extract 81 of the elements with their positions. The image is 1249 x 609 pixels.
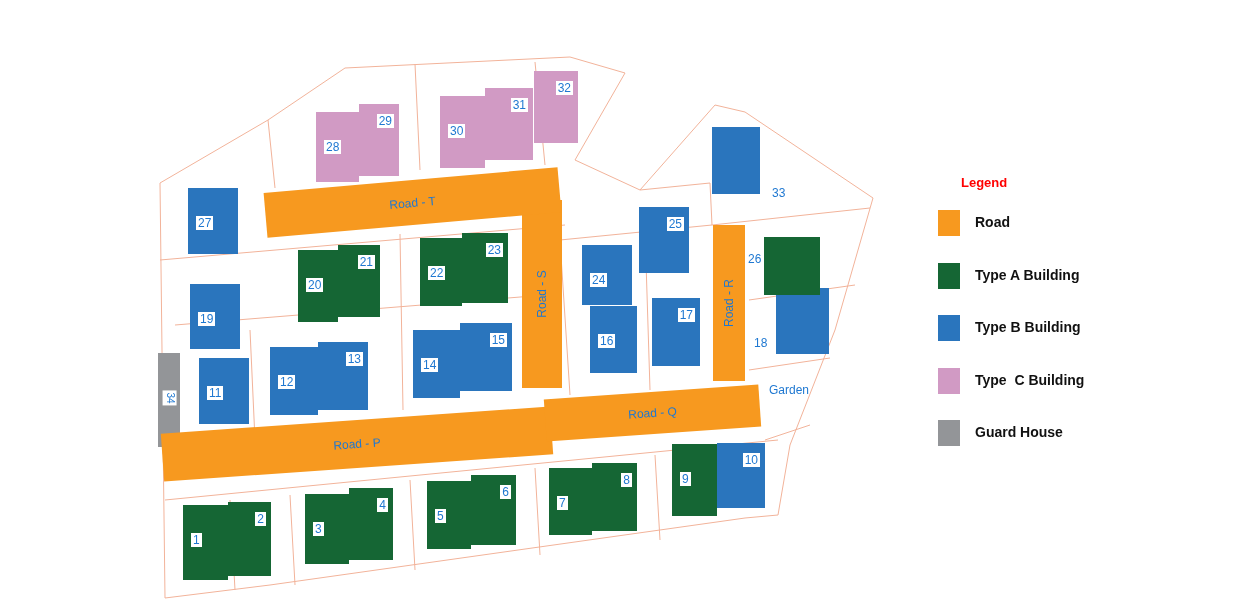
building-number: 1 bbox=[191, 533, 202, 547]
road-name: Road - Q bbox=[627, 404, 678, 422]
building-number: 34 bbox=[162, 390, 177, 406]
building-footprint bbox=[338, 245, 380, 317]
building-number: 9 bbox=[680, 472, 691, 486]
building-footprint bbox=[270, 347, 318, 415]
building-footprint bbox=[188, 188, 238, 254]
building-number: 31 bbox=[510, 98, 528, 112]
building-number: 19 bbox=[198, 312, 216, 326]
building-number: 6 bbox=[500, 485, 511, 499]
building-number: 24 bbox=[590, 273, 608, 287]
area-label: Garden bbox=[769, 383, 810, 397]
building-footprint bbox=[440, 96, 485, 168]
plot-number: 33 bbox=[772, 186, 786, 200]
building-number: 7 bbox=[557, 496, 568, 510]
building-footprint bbox=[420, 238, 462, 306]
legend-label: Type C Building bbox=[975, 371, 1085, 388]
building-footprint bbox=[427, 481, 471, 549]
building-number: 13 bbox=[345, 352, 363, 366]
building-footprint bbox=[305, 494, 349, 564]
legend-title: Legend bbox=[961, 175, 1008, 190]
legend-label: Type B Building bbox=[975, 319, 1081, 335]
building-footprint bbox=[639, 207, 689, 273]
building-number: 29 bbox=[376, 114, 394, 128]
building-footprint bbox=[764, 237, 820, 295]
building-footprint bbox=[228, 502, 271, 576]
building-footprint bbox=[462, 233, 508, 303]
building-number: 11 bbox=[207, 386, 224, 400]
building-number: 22 bbox=[428, 266, 446, 280]
building-footprint bbox=[183, 505, 228, 580]
building-footprint bbox=[190, 284, 240, 349]
building-footprint bbox=[413, 330, 460, 398]
building-footprint bbox=[298, 250, 338, 322]
building-footprint bbox=[717, 443, 765, 508]
road bbox=[522, 200, 562, 388]
building-number: 17 bbox=[677, 308, 695, 322]
legend-label: Type A Building bbox=[975, 266, 1080, 283]
building-number: 10 bbox=[742, 453, 760, 467]
building-footprint bbox=[359, 104, 399, 176]
building-number: 30 bbox=[448, 124, 466, 138]
building-footprint bbox=[534, 71, 578, 143]
building-number: 2 bbox=[255, 512, 266, 526]
building-footprint bbox=[318, 342, 368, 410]
building-number: 16 bbox=[598, 334, 616, 348]
building-footprint bbox=[199, 358, 249, 424]
building-number: 14 bbox=[421, 358, 439, 372]
road-name: Road - S bbox=[535, 270, 549, 318]
road-name: Road - P bbox=[332, 435, 382, 453]
building-footprint bbox=[582, 245, 632, 305]
building-footprint bbox=[592, 463, 637, 531]
building-footprint bbox=[652, 298, 700, 366]
building-footprint bbox=[590, 306, 637, 373]
building-number: 32 bbox=[555, 81, 573, 95]
road bbox=[713, 225, 745, 381]
building-number: 3 bbox=[313, 522, 324, 536]
building-number: 27 bbox=[196, 216, 214, 230]
building-number: 15 bbox=[489, 333, 507, 347]
building-footprint bbox=[349, 488, 393, 560]
road-name: Road - T bbox=[388, 193, 437, 212]
building-footprint bbox=[460, 323, 512, 391]
legend-label: Guard House bbox=[975, 424, 1063, 440]
legend-label: Road bbox=[975, 214, 1010, 230]
plot-number: 26 bbox=[748, 252, 762, 266]
building-number: 12 bbox=[278, 375, 296, 389]
building-footprint bbox=[672, 444, 717, 516]
building-number: 28 bbox=[324, 140, 342, 154]
building-footprint bbox=[485, 88, 533, 160]
building-number: 4 bbox=[377, 498, 388, 512]
building-number: 5 bbox=[435, 509, 446, 523]
building-footprint bbox=[712, 127, 760, 194]
plot-number: 18 bbox=[754, 336, 768, 350]
building-footprint bbox=[549, 468, 592, 535]
road-name: Road - R bbox=[722, 279, 736, 327]
building-number: 21 bbox=[357, 255, 375, 269]
building-number: 23 bbox=[485, 243, 503, 257]
building-footprint bbox=[776, 288, 829, 354]
building-number: 20 bbox=[306, 278, 324, 292]
building-number: 8 bbox=[621, 473, 632, 487]
building-footprint bbox=[471, 475, 516, 545]
building-footprint bbox=[316, 112, 359, 182]
building-number: 25 bbox=[666, 217, 684, 231]
